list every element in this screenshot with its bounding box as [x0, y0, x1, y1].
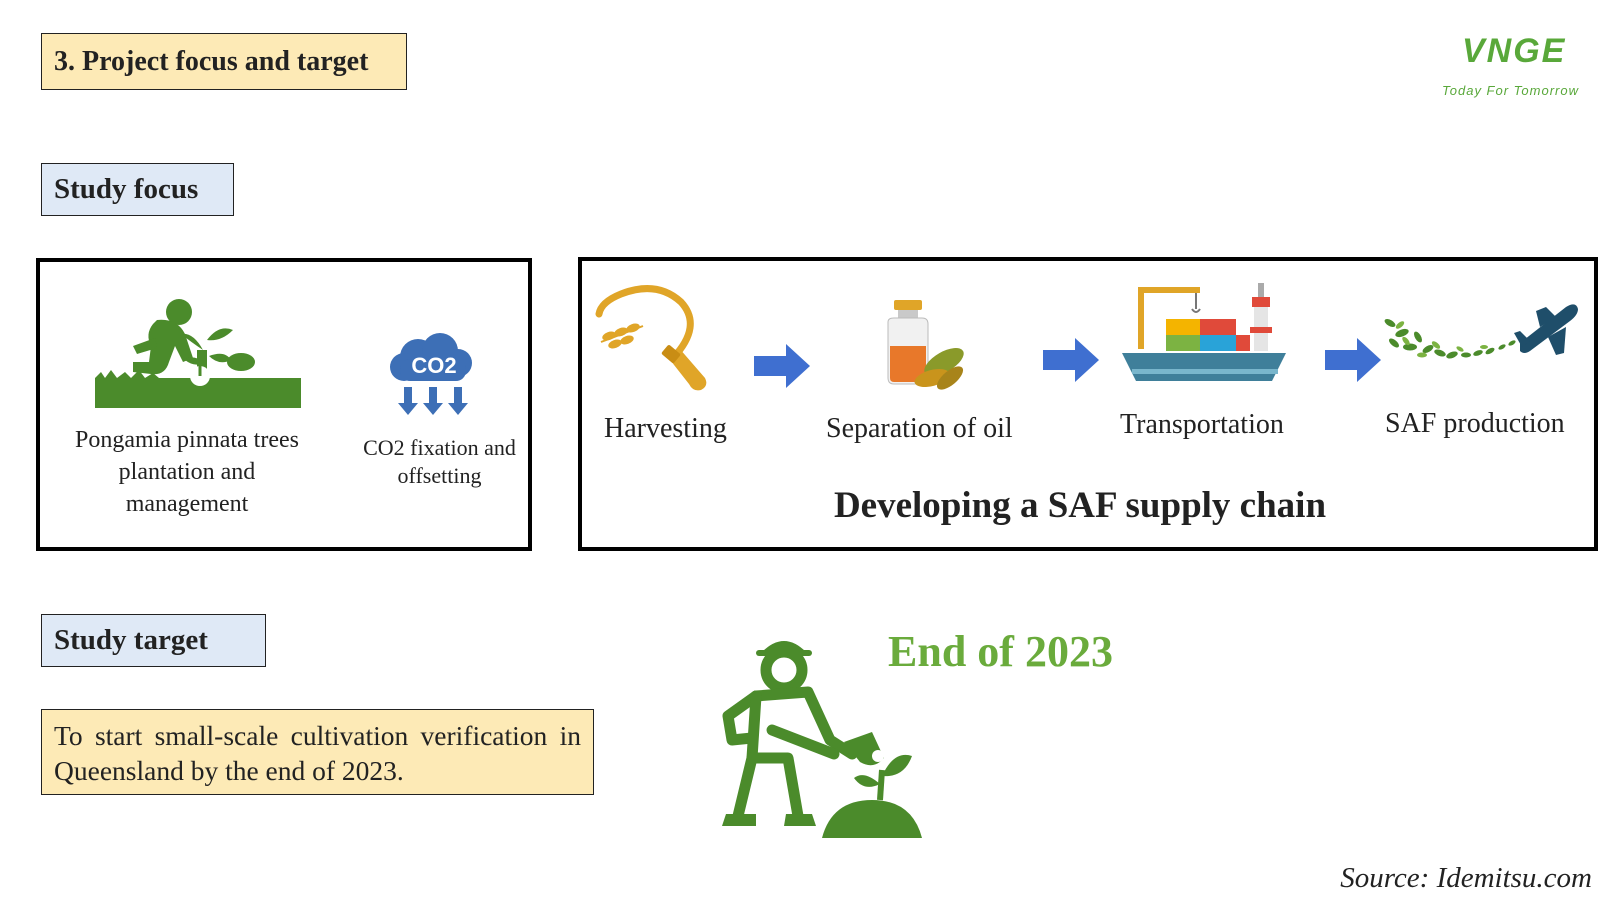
plantation-caption-line-3: management — [125, 491, 249, 517]
co2-caption-line-2: offsetting — [397, 463, 482, 488]
step-label-harvesting: Harvesting — [604, 413, 727, 444]
arrow-right-icon-3 — [1325, 338, 1381, 382]
focus-plantation-panel — [36, 258, 532, 551]
co2-badge-text: CO2 — [411, 353, 456, 378]
deadline-text: End of 2023 — [888, 627, 1113, 676]
step-label-transportation: Transportation — [1120, 409, 1284, 440]
harvest-sickle-icon — [595, 285, 707, 391]
supply-chain-panel — [578, 257, 1598, 551]
study-target-label: Study target — [41, 614, 266, 667]
co2-caption: CO2 fixation and offsetting — [352, 434, 527, 490]
source-credit: Source: Idemitsu.com — [1340, 862, 1592, 894]
arrow-right-icon-2 — [1043, 338, 1099, 382]
airplane-icon — [1384, 304, 1578, 359]
step-label-oil-separation: Separation of oil — [826, 413, 1013, 444]
step-label-saf-production: SAF production — [1385, 408, 1565, 439]
study-focus-label: Study focus — [41, 163, 234, 216]
logo-tagline: Today For Tomorrow — [1442, 83, 1579, 98]
page-title: 3. Project focus and target — [41, 33, 407, 90]
study-target-text: To start small-scale cultivation verific… — [41, 709, 594, 795]
logo: VNGE — [1462, 32, 1567, 70]
plantation-caption-line-2: plantation and — [118, 459, 256, 485]
farmer-shovel-icon — [722, 641, 922, 838]
oil-bottle-icon — [887, 300, 964, 390]
plantation-caption-line-1: Pongamia pinnata trees — [75, 427, 299, 453]
arrow-right-icon-1 — [754, 344, 810, 388]
plantation-caption: Pongamia pinnata trees plantation and ma… — [52, 424, 322, 520]
cargo-ship-icon — [1122, 283, 1286, 381]
co2-caption-line-1: CO2 fixation and — [363, 435, 516, 460]
co2-cloud-icon: CO2 — [390, 333, 472, 415]
person-planting-icon — [95, 299, 301, 408]
supply-chain-title: Developing a SAF supply chain — [833, 485, 1327, 526]
